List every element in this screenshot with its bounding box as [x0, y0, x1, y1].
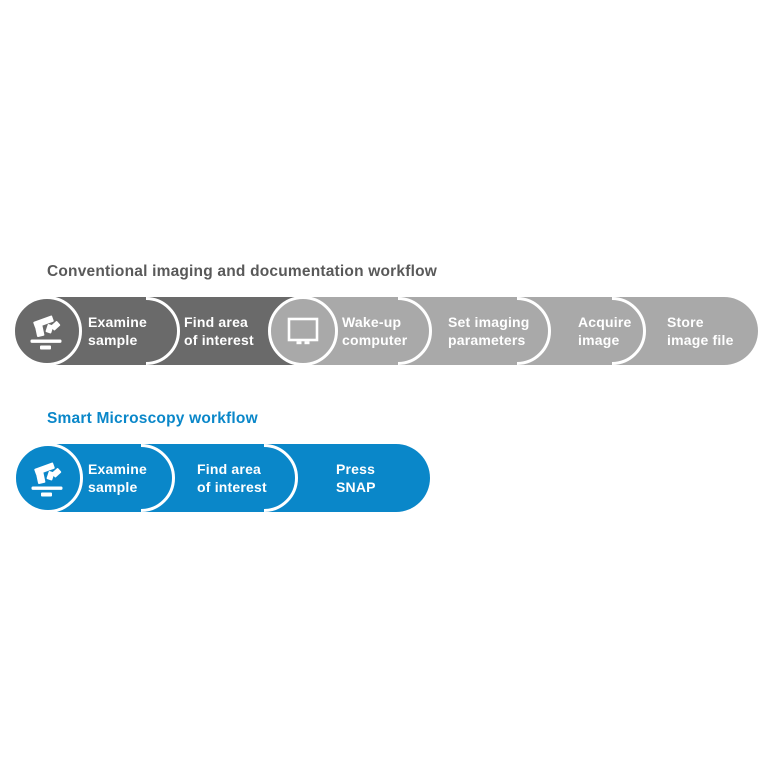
workflow-step-label: Press SNAP	[336, 460, 376, 495]
microscope-icon-circle	[12, 296, 82, 366]
microscope-icon	[31, 462, 63, 497]
workflow-step-label: Store image file	[667, 313, 734, 348]
workflow-step-label: Examine sample	[88, 460, 147, 495]
workflow-step-label: Find area of interest	[197, 460, 267, 495]
smart-workflow-title: Smart Microscopy workflow	[47, 410, 258, 427]
workflow-step-label: Acquire image	[578, 313, 632, 348]
microscope-icon-circle	[13, 443, 83, 513]
microscope-icon	[30, 315, 62, 350]
smart-bar-segment	[44, 444, 430, 512]
workflow-step-label: Find area of interest	[184, 313, 254, 348]
conventional-workflow-title: Conventional imaging and documentation w…	[47, 263, 438, 280]
workflow-step-label: Examine sample	[88, 313, 147, 348]
computer-icon	[287, 317, 319, 345]
computer-icon-circle	[268, 296, 338, 366]
workflow-step-label: Wake-up computer	[342, 313, 408, 348]
workflow-step-label: Set imaging parameters	[448, 313, 530, 348]
